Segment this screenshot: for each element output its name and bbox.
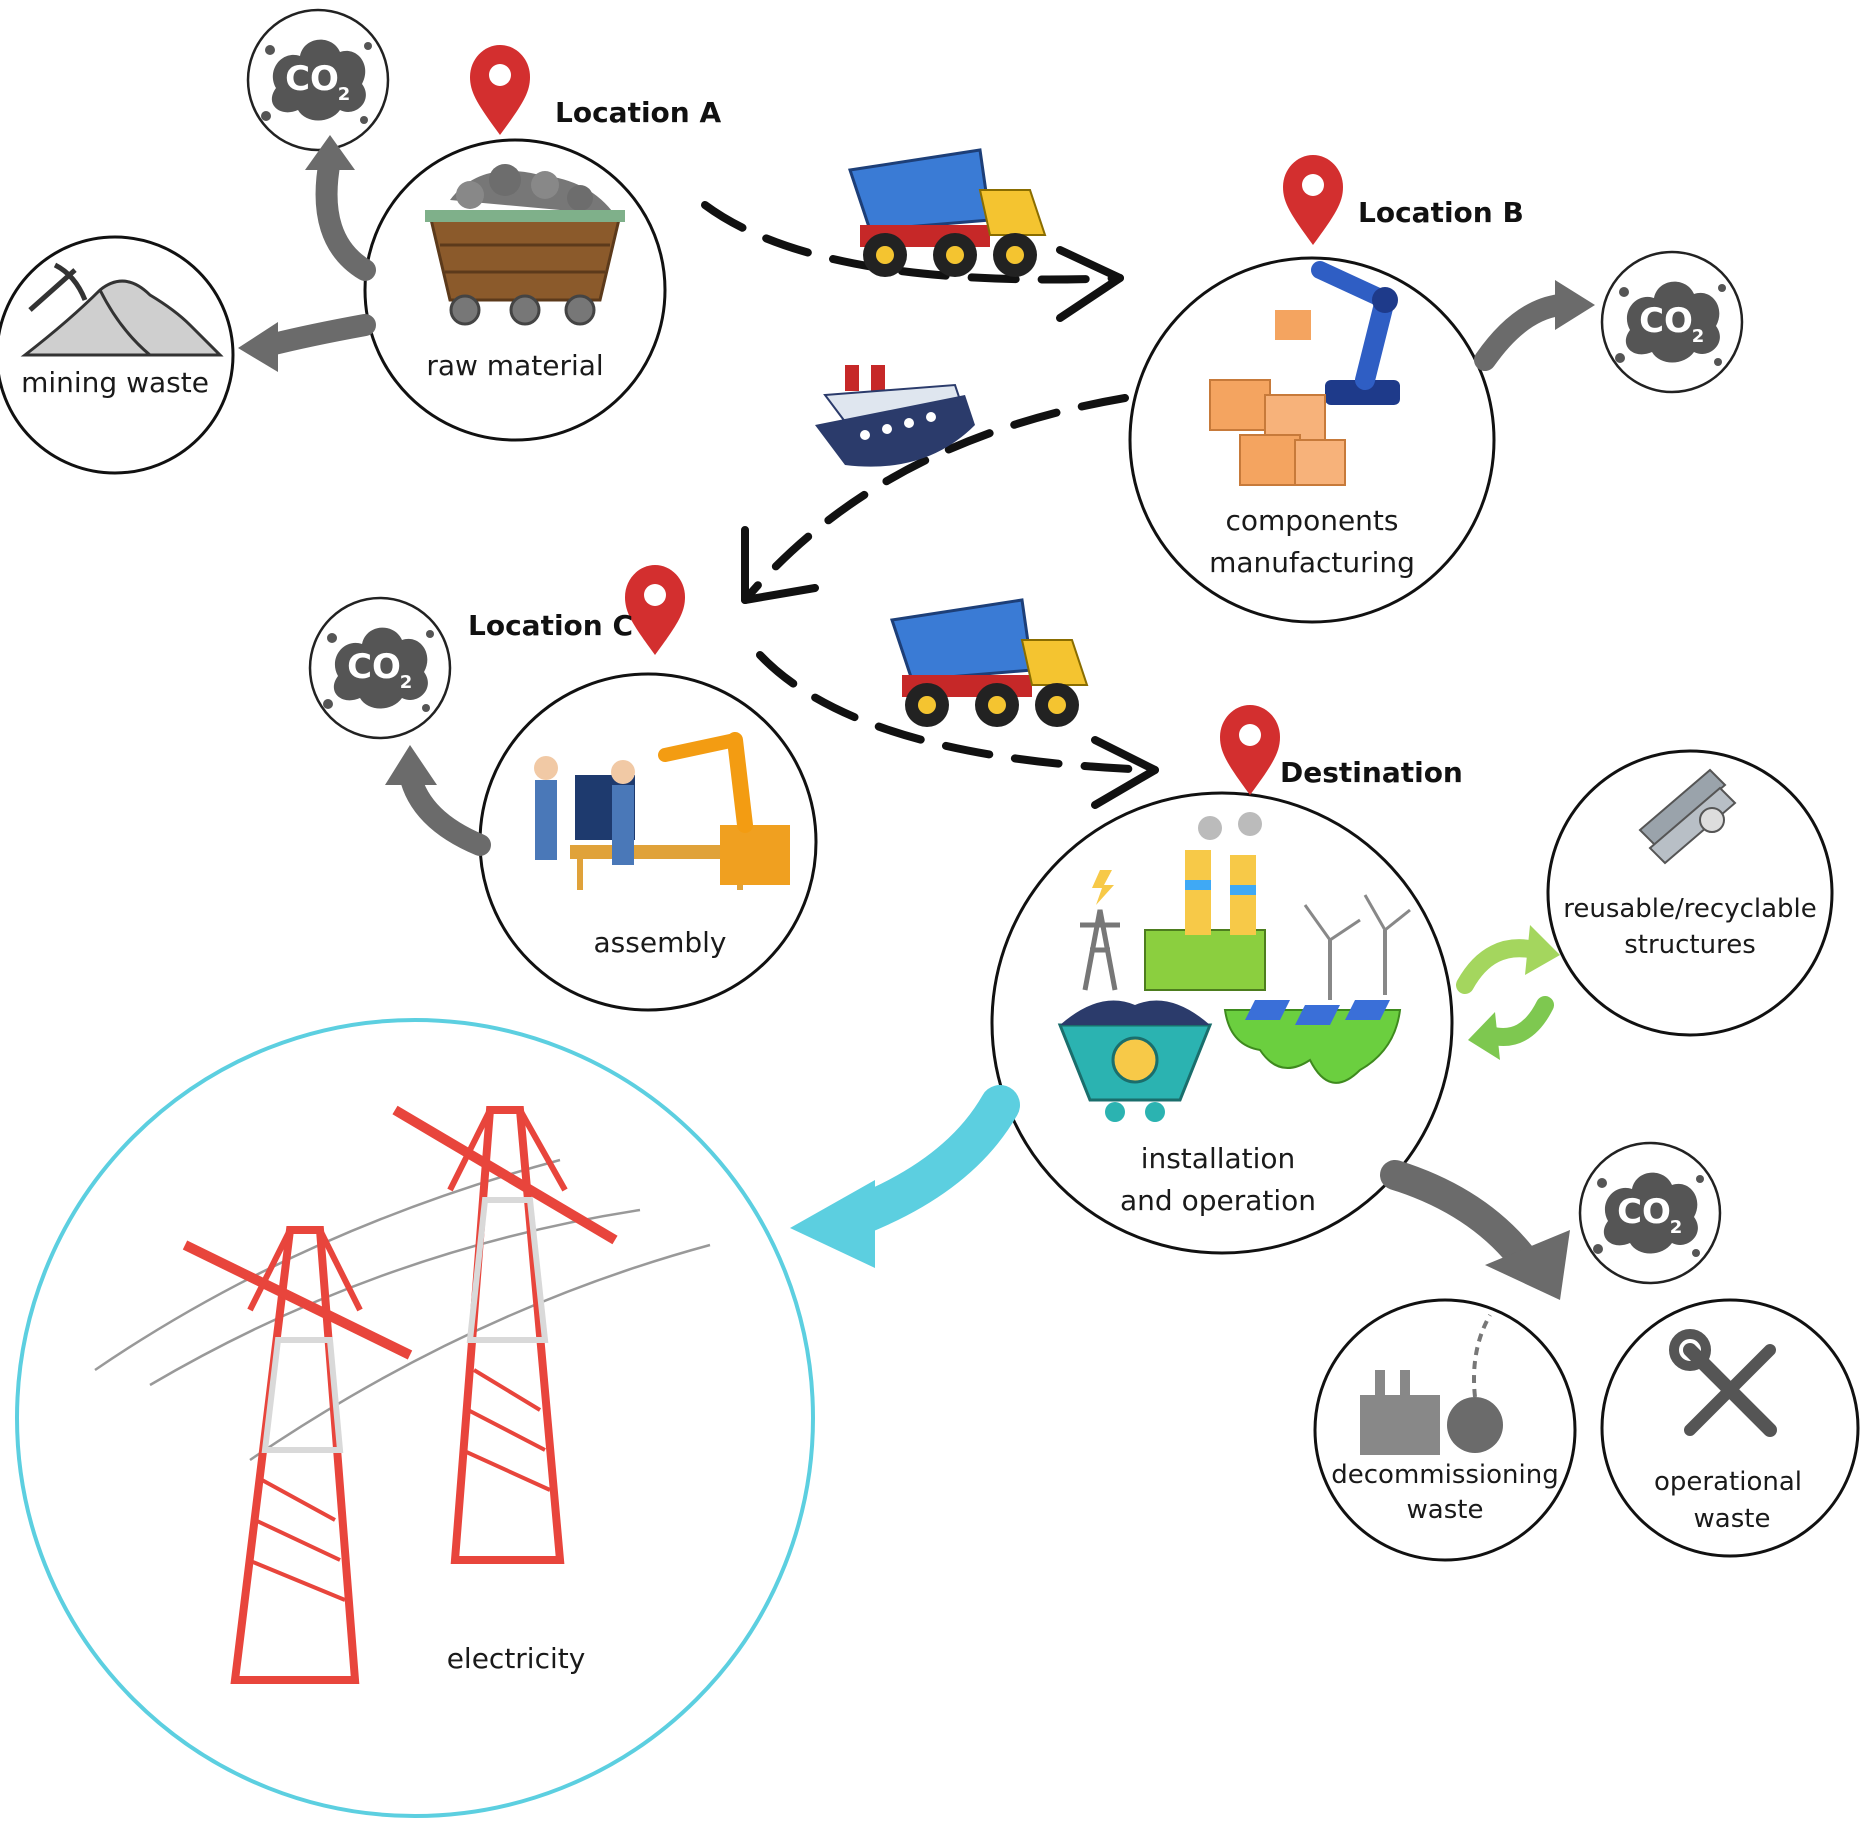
location-pin-icon xyxy=(625,565,685,655)
reusable-label-line2: structures xyxy=(1624,930,1756,960)
node-components-manufacturing: components manufacturing xyxy=(1128,256,1496,624)
co2-text: CO xyxy=(285,59,339,99)
location-a-label: Location A xyxy=(555,96,721,129)
wrench-screwdriver-icon xyxy=(1669,1329,1777,1437)
arrow-b-to-c xyxy=(741,394,1129,604)
operational-label-line1: operational xyxy=(1654,1467,1802,1497)
transmission-tower-icon xyxy=(392,1105,618,1564)
demolition-icon xyxy=(1360,1314,1503,1455)
node-decommissioning-waste: decommissioning waste xyxy=(1313,1298,1577,1562)
co2-subscript: 2 xyxy=(400,672,413,693)
node-reusable-structures: reusable/recyclable structures xyxy=(1546,749,1834,1037)
co2-text: CO xyxy=(1639,301,1693,341)
location-pin-icon xyxy=(1220,705,1280,795)
components-label-line1: components xyxy=(1226,504,1399,537)
grey-curved-arrow-icon xyxy=(305,135,376,281)
decommissioning-label-line2: waste xyxy=(1407,1495,1484,1525)
location-pin-icon xyxy=(1283,155,1343,245)
cyan-curved-arrow-icon xyxy=(790,1085,1020,1268)
co2-text: CO xyxy=(1617,1192,1671,1232)
assembly-line-icon xyxy=(534,732,790,890)
reusable-label-line1: reusable/recyclable xyxy=(1563,894,1817,924)
operational-label-line2: waste xyxy=(1694,1504,1771,1534)
mine-cart-icon xyxy=(425,164,625,326)
raw-material-label: raw material xyxy=(426,349,603,382)
node-assembly: assembly xyxy=(478,672,818,1012)
co2-subscript: 2 xyxy=(1692,326,1705,347)
components-label-line2: manufacturing xyxy=(1209,546,1415,579)
co2-emission-c: CO 2 xyxy=(308,596,452,740)
location-c-label: Location C xyxy=(468,609,633,642)
pylon-icon xyxy=(1080,870,1120,991)
location-pin-icon xyxy=(470,45,530,135)
installation-label-line2: and operation xyxy=(1120,1184,1316,1217)
mining-pile-icon xyxy=(20,262,224,357)
node-electricity: electricity xyxy=(15,1018,815,1818)
power-plant-icon xyxy=(1144,812,1266,991)
robot-arm-icon xyxy=(1275,261,1400,405)
recycle-arrows-icon xyxy=(1456,925,1560,1060)
boxes-icon xyxy=(1209,379,1346,486)
co2-emission-destination: CO 2 xyxy=(1578,1141,1722,1285)
grey-curved-arrow-icon xyxy=(238,314,376,372)
decommissioning-label-line1: decommissioning xyxy=(1331,1460,1559,1490)
node-operational-waste: operational waste xyxy=(1600,1298,1860,1558)
assembly-label: assembly xyxy=(594,926,727,959)
node-raw-material: raw material xyxy=(363,138,667,442)
node-mining-waste: mining waste xyxy=(0,235,235,475)
co2-subscript: 2 xyxy=(338,84,351,105)
co2-subscript: 2 xyxy=(1670,1217,1683,1238)
grey-curved-arrow-icon xyxy=(385,745,491,856)
destination-label: Destination xyxy=(1280,756,1463,789)
electricity-label: electricity xyxy=(447,1642,586,1675)
co2-emission-b: CO 2 xyxy=(1600,250,1744,394)
wind-solar-island-icon xyxy=(1223,894,1411,1084)
mining-waste-label: mining waste xyxy=(21,366,209,399)
grey-curved-arrow-icon xyxy=(1380,1160,1570,1300)
co2-text: CO xyxy=(347,647,401,687)
installation-label-line1: installation xyxy=(1141,1142,1296,1175)
node-installation-operation: installation and operation xyxy=(990,791,1454,1255)
location-b-label: Location B xyxy=(1358,196,1524,229)
dump-truck-icon xyxy=(890,598,1089,727)
grey-curved-arrow-icon xyxy=(1474,280,1595,371)
coal-cart-icon xyxy=(1057,1000,1213,1122)
dump-truck-icon xyxy=(848,148,1047,277)
metal-profiles-icon xyxy=(1638,768,1737,865)
co2-emission-a: CO 2 xyxy=(246,8,390,152)
ship-icon xyxy=(815,365,975,467)
arrow-c-to-destination xyxy=(756,651,1159,774)
transmission-tower-icon xyxy=(182,1226,413,1684)
